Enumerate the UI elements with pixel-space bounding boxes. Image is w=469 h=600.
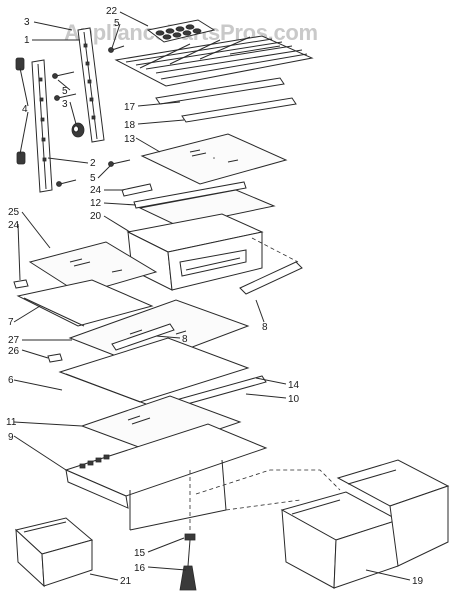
glass-shelf-upper	[140, 133, 288, 185]
shelf-trim-rear	[155, 77, 285, 105]
callout-14: 14	[288, 380, 300, 391]
callout-2: 2	[90, 158, 96, 169]
callout-27: 27	[8, 335, 20, 346]
callout-1: 1	[24, 35, 30, 46]
callout-3: 3	[62, 99, 68, 110]
alignment-line	[251, 237, 299, 263]
callout-4: 4	[22, 104, 28, 115]
callout-3: 3	[24, 17, 30, 28]
callout-21: 21	[120, 576, 132, 587]
callout-5: 5	[114, 18, 120, 29]
callout-10: 10	[288, 394, 300, 405]
shelf-trim-lower	[47, 323, 175, 363]
callout-15: 15	[134, 548, 146, 559]
leveler-assembly	[179, 470, 197, 591]
callout-17: 17	[124, 102, 136, 113]
rail-bracket-knob	[71, 122, 85, 138]
callout-13: 13	[124, 134, 136, 145]
callout-26: 26	[8, 346, 20, 357]
callout-19: 19	[412, 576, 424, 587]
callout-24: 24	[8, 220, 20, 231]
crisper-cover-glass	[80, 395, 242, 453]
callout-8: 8	[262, 322, 268, 333]
meat-pan-cover	[138, 189, 276, 227]
glass-shelf-middle	[28, 241, 158, 295]
egg-tray	[146, 19, 216, 43]
utility-bin	[14, 517, 94, 588]
callout-9: 9	[8, 432, 14, 443]
callout-20: 20	[90, 211, 102, 222]
callout-12: 12	[90, 198, 102, 209]
callout-8: 8	[182, 334, 188, 345]
callout-numbers: 3 1 22 5 4 5 3 17 18 13 2 5 24 12 20 25 …	[6, 6, 424, 587]
callout-16: 16	[134, 563, 146, 574]
shelf-rail-left-front	[77, 27, 105, 143]
mounting-screws	[52, 45, 131, 187]
dashed-outline	[195, 469, 341, 511]
callout-7: 7	[8, 317, 14, 328]
callout-25: 25	[8, 207, 20, 218]
crisper-cover-frame	[64, 423, 268, 531]
callout-22: 22	[106, 6, 118, 17]
callout-5: 5	[90, 173, 96, 184]
shelf-frame-middle	[13, 279, 154, 327]
crisper-drawer-right	[336, 459, 450, 567]
slide-rail-right	[239, 261, 303, 295]
callout-11: 11	[6, 417, 17, 428]
shelf-trim-front	[181, 97, 297, 123]
meat-pan-drawer	[126, 213, 264, 291]
shelf-rail-left-rear	[31, 59, 53, 193]
leader-lines	[13, 11, 411, 581]
shelf-frame-lower	[58, 337, 267, 407]
callout-6: 6	[8, 375, 14, 386]
callout-5: 5	[62, 86, 68, 97]
wire-shelf	[114, 35, 314, 87]
callout-18: 18	[124, 120, 136, 131]
crisper-drawer-left	[280, 491, 400, 589]
callout-24: 24	[90, 185, 102, 196]
shelf-front-trim	[121, 181, 247, 209]
